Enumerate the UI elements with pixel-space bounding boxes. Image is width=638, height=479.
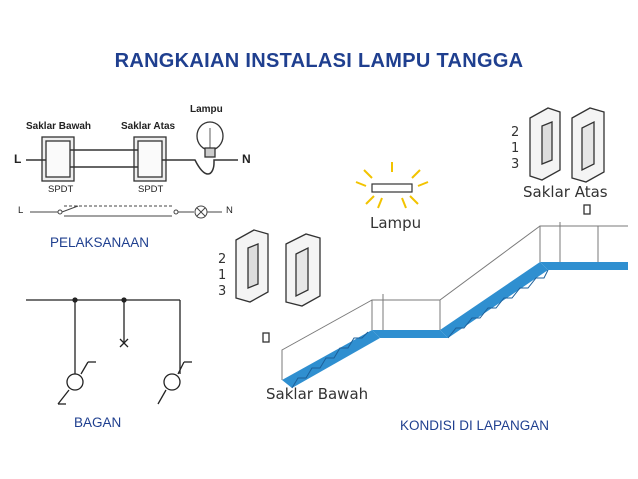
label-lampu-field: Lampu bbox=[370, 214, 422, 232]
caption-kondisi: KONDISI DI LAPANGAN bbox=[400, 418, 550, 433]
switch-atas-icon bbox=[529, 107, 605, 215]
stairs-drawing bbox=[281, 222, 628, 389]
schematic-bagan bbox=[26, 297, 192, 405]
caption-pelaksanaan: PELAKSANAAN bbox=[50, 235, 150, 250]
digit: 3 bbox=[511, 157, 520, 172]
upper-stairs bbox=[440, 262, 548, 338]
label-saklar-atas: Saklar Atas bbox=[121, 121, 176, 132]
label-neutral: N bbox=[242, 152, 251, 166]
field-lamp bbox=[355, 162, 429, 209]
label-phase: L bbox=[14, 152, 22, 166]
digit: 3 bbox=[218, 284, 227, 299]
switch-bawah-icon bbox=[235, 229, 321, 343]
page-title: RANGKAIAN INSTALASI LAMPU TANGGA bbox=[114, 50, 524, 72]
upper-landing bbox=[540, 262, 628, 270]
digits-bawah: 2 1 3 bbox=[218, 252, 226, 300]
caption-bagan: BAGAN bbox=[74, 415, 122, 430]
middle-landing bbox=[372, 330, 448, 338]
digit: 1 bbox=[218, 268, 227, 283]
single-line-schematic bbox=[30, 205, 222, 219]
bagan-switch-right-icon bbox=[163, 373, 181, 391]
digit: 1 bbox=[511, 141, 520, 156]
digit: 2 bbox=[218, 252, 227, 267]
digits-atas: 2 1 3 bbox=[511, 125, 519, 173]
label-lampu-wiring: Lampu bbox=[190, 104, 223, 115]
lower-stairs bbox=[282, 330, 380, 388]
wiring-diagram bbox=[26, 121, 238, 182]
label-spdt-right: SPDT bbox=[138, 184, 164, 195]
digit: 2 bbox=[511, 125, 520, 140]
bagan-switch-left-icon bbox=[66, 373, 84, 391]
label-phase-small: L bbox=[18, 205, 24, 216]
label-saklar-bawah-field: Saklar Bawah bbox=[266, 385, 369, 403]
label-saklar-bawah: Saklar Bawah bbox=[26, 121, 92, 132]
label-saklar-atas-field: Saklar Atas bbox=[523, 183, 608, 201]
label-spdt-left: SPDT bbox=[48, 184, 74, 195]
label-neutral-small: N bbox=[226, 205, 233, 216]
